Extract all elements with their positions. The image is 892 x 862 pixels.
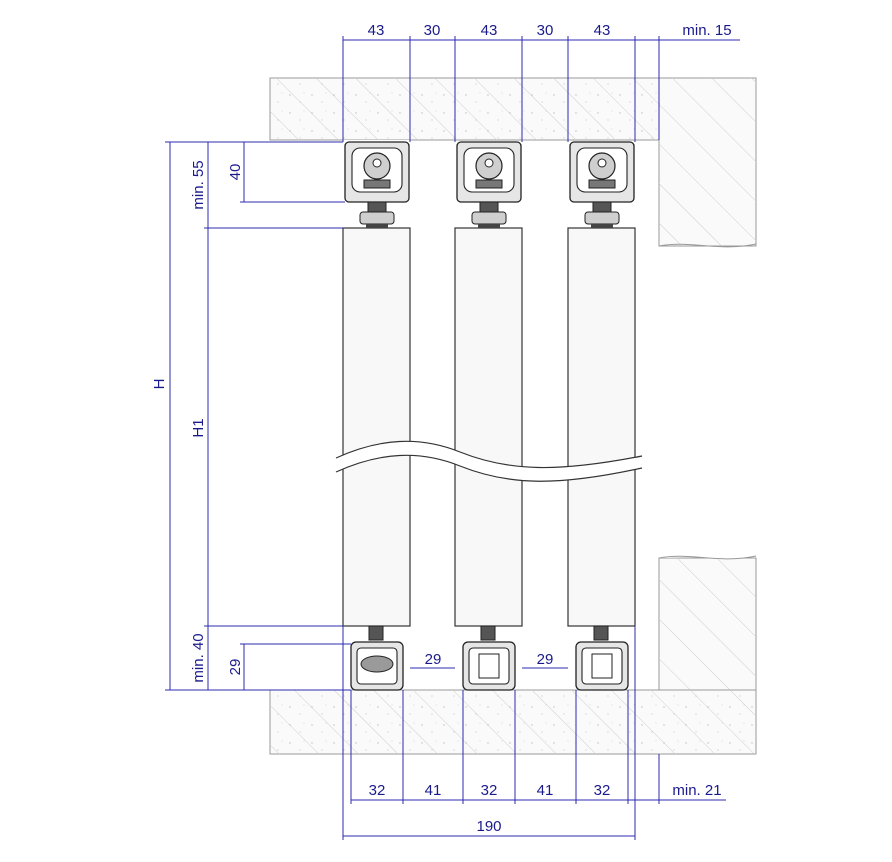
dim-bottom-5: 32 — [594, 782, 611, 799]
dim-bottom-profile-29: 29 — [227, 659, 244, 676]
dim-gap-1: 29 — [425, 651, 442, 668]
wall-right-upper — [658, 77, 757, 248]
overall-width-dimension: 190 — [342, 626, 636, 840]
dim-min-55: min. 55 — [190, 160, 207, 209]
left-dimension-chain: H min. 55 H1 min. 40 40 29 — [151, 141, 351, 691]
bottom-guide-profile-1 — [350, 625, 404, 691]
dim-bottom-min: min. 21 — [672, 782, 721, 799]
top-roller-profile-2 — [456, 141, 522, 228]
dim-bottom-4: 41 — [537, 782, 554, 799]
top-roller-profile-3 — [569, 141, 635, 228]
bottom-dimension-chain: 32 41 32 41 32 min. 21 — [350, 690, 726, 804]
dim-min-40: min. 40 — [190, 633, 207, 682]
dim-bottom-1: 32 — [369, 782, 386, 799]
dim-top-profile-40: 40 — [227, 164, 244, 181]
dim-top-3: 43 — [481, 22, 498, 39]
dim-bottom-3: 32 — [481, 782, 498, 799]
dim-top-5: 43 — [594, 22, 611, 39]
door-panel-3 — [567, 227, 636, 627]
top-dimension-chain: 43 30 43 30 43 min. 15 — [342, 22, 740, 142]
dim-bottom-2: 41 — [425, 782, 442, 799]
break-line — [335, 440, 643, 482]
door-panel-2 — [454, 227, 523, 627]
dim-top-1: 43 — [368, 22, 385, 39]
dim-top-min: min. 15 — [682, 22, 731, 39]
bottom-guide-profile-2 — [462, 625, 516, 691]
dim-H: H — [151, 379, 168, 390]
door-panel-1 — [342, 227, 411, 627]
bottom-guide-profile-3 — [575, 625, 629, 691]
gap-dimensions: 29 29 — [410, 651, 568, 669]
dim-H1: H1 — [190, 418, 207, 437]
dim-top-2: 30 — [424, 22, 441, 39]
dim-overall-width: 190 — [476, 818, 501, 835]
top-roller-profile-1 — [344, 141, 410, 228]
dim-top-4: 30 — [537, 22, 554, 39]
dim-gap-2: 29 — [537, 651, 554, 668]
